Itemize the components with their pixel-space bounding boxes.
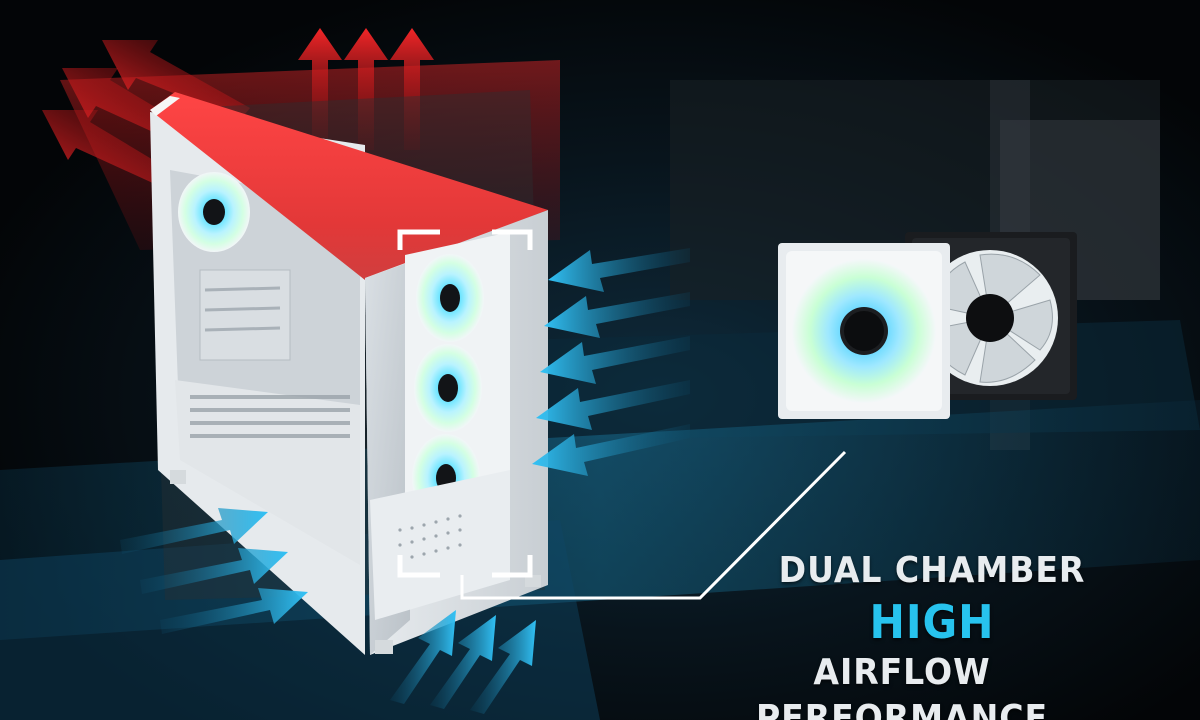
pc-case xyxy=(150,90,548,655)
intake-arrows-front xyxy=(532,248,690,476)
callout-bracket xyxy=(397,229,533,578)
white-fan-detail xyxy=(778,243,950,419)
intake-arrows-bottom xyxy=(390,610,536,714)
callout-connector xyxy=(460,450,847,600)
headline-line-airflow-performance: AIRFLOW PERFORMANCE xyxy=(755,652,1049,720)
headline-line-high: HIGH xyxy=(869,595,995,649)
headline: DUAL CHAMBER HIGH AIRFLOW PERFORMANCE xyxy=(642,548,1162,720)
exhaust-arrows-top xyxy=(298,28,434,150)
headline-line-dual-chamber: DUAL CHAMBER xyxy=(778,550,1086,591)
intake-arrows-bottom-left xyxy=(120,508,308,634)
